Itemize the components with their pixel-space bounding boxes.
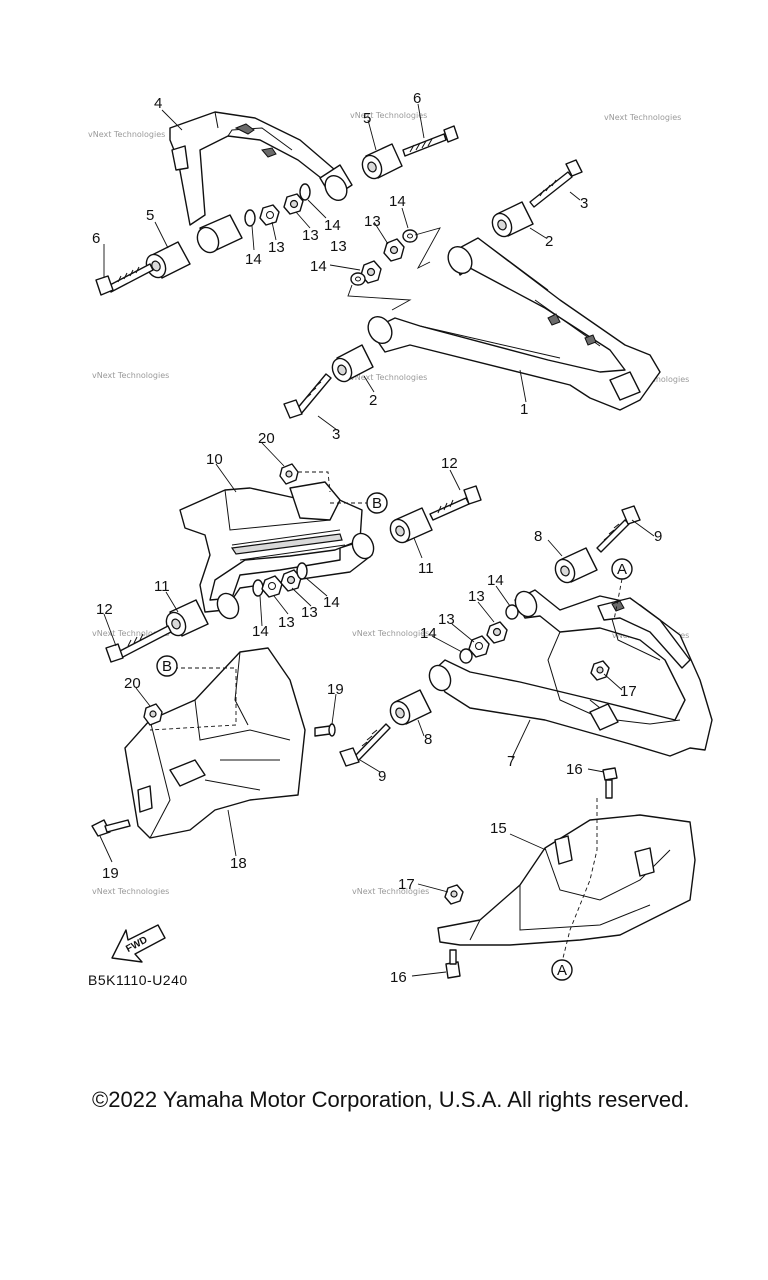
callouts: 4 6 5 5 6 14 13 13 14 3 2 14 13 13 14 2 … xyxy=(92,90,662,986)
callout-40: 8 xyxy=(424,731,432,748)
nut-17-arm xyxy=(590,660,610,681)
bolt-3 xyxy=(283,159,583,419)
callout-12: 14 xyxy=(389,193,406,210)
lower-a-arm-7 xyxy=(428,589,713,757)
bushing-11-left xyxy=(105,599,209,663)
callout-20: 10 xyxy=(206,451,223,468)
watermark-text: vNext Technologies xyxy=(604,113,681,122)
callout-31: 14 xyxy=(487,572,504,589)
callout-38: 19 xyxy=(102,865,119,882)
callout-16: 2 xyxy=(369,392,377,409)
copyright-notice: ©2022 Yamaha Motor Corporation, U.S.A. A… xyxy=(92,1087,690,1112)
callout-37: 19 xyxy=(327,681,344,698)
callout-24: 12 xyxy=(96,601,113,618)
callout-35: 17 xyxy=(620,683,637,700)
callout-3: 5 xyxy=(363,110,371,127)
callout-41: 9 xyxy=(378,768,386,785)
callout-27: 13 xyxy=(301,604,318,621)
callout-44: 15 xyxy=(490,820,507,837)
callout-34: 14 xyxy=(420,625,437,642)
reference-markers: B B A A xyxy=(156,492,633,981)
hardware-guard-15 xyxy=(444,767,618,979)
watermark-text: vNext Technologies xyxy=(92,371,169,380)
callout-11: 2 xyxy=(545,233,553,250)
callout-19: 20 xyxy=(258,430,275,447)
callout-10: 3 xyxy=(580,195,588,212)
upper-arm-4 xyxy=(169,111,336,226)
callout-17: 1 xyxy=(520,401,528,418)
callout-36: 20 xyxy=(124,675,141,692)
callout-33: 13 xyxy=(438,611,455,628)
callout-15: 14 xyxy=(310,258,327,275)
guard-15 xyxy=(437,798,696,963)
hardware-arm-4 xyxy=(244,183,311,227)
callout-6: 14 xyxy=(245,251,262,268)
hardware-arm-1 xyxy=(347,227,441,311)
upper-a-arm-1 xyxy=(367,237,661,411)
callout-23: 11 xyxy=(154,578,170,595)
hardware-bracket-10 xyxy=(252,562,308,598)
callout-22: 11 xyxy=(418,560,434,577)
guard-18 xyxy=(124,647,306,839)
bolt-6-upper xyxy=(402,125,459,157)
callout-32: 13 xyxy=(468,588,485,605)
ref-a-label: A xyxy=(557,962,567,979)
watermark-text: vNext Technologies xyxy=(350,111,427,120)
ref-b-label: B xyxy=(162,658,172,675)
ref-a-label: A xyxy=(617,561,627,578)
callout-7: 13 xyxy=(268,239,285,256)
ref-b-label: B xyxy=(372,495,382,512)
callout-14: 13 xyxy=(330,238,347,255)
callout-8: 13 xyxy=(302,227,319,244)
bracket-10 xyxy=(179,481,375,620)
nut-20-upper xyxy=(279,463,331,493)
callout-29: 8 xyxy=(534,528,542,545)
callout-18: 3 xyxy=(332,426,340,443)
callout-9: 14 xyxy=(324,217,341,234)
bushing-11-right xyxy=(389,485,482,544)
callout-4: 5 xyxy=(146,207,154,224)
callout-2: 6 xyxy=(413,90,421,107)
bushing-8 xyxy=(389,547,598,726)
callout-5: 6 xyxy=(92,230,100,247)
callout-46: 16 xyxy=(390,969,407,986)
fwd-arrow-icon: FWD xyxy=(111,924,166,963)
leader-lines xyxy=(99,103,655,977)
callout-28: 14 xyxy=(323,594,340,611)
diagram-code: B5K1110-U240 xyxy=(88,972,188,988)
bolt-6-lower xyxy=(95,263,154,296)
callout-43: 16 xyxy=(566,761,583,778)
bushing-5-upper xyxy=(319,143,403,202)
watermark-text: vNext Technologies xyxy=(92,629,169,638)
callout-25: 14 xyxy=(252,623,269,640)
bolt-9 xyxy=(339,505,641,767)
callout-26: 13 xyxy=(278,614,295,631)
callout-42: 7 xyxy=(507,753,515,770)
callout-45: 17 xyxy=(398,876,415,893)
bushing-2 xyxy=(331,201,534,383)
watermark-text: vNext Technologies xyxy=(350,373,427,382)
callout-30: 9 xyxy=(654,528,662,545)
callout-21: 12 xyxy=(441,455,458,472)
bushing-5-lower xyxy=(145,214,243,279)
watermark-text: vNext Technologies xyxy=(352,887,429,896)
callout-1: 4 xyxy=(154,95,162,112)
callout-39: 18 xyxy=(230,855,247,872)
hardware-arm-7 xyxy=(459,604,519,664)
callout-13: 13 xyxy=(364,213,381,230)
watermark-text: vNext Technologies xyxy=(92,887,169,896)
watermark-text: vNext Technologies xyxy=(352,629,429,638)
watermark-text: vNext Technologies xyxy=(88,130,165,139)
